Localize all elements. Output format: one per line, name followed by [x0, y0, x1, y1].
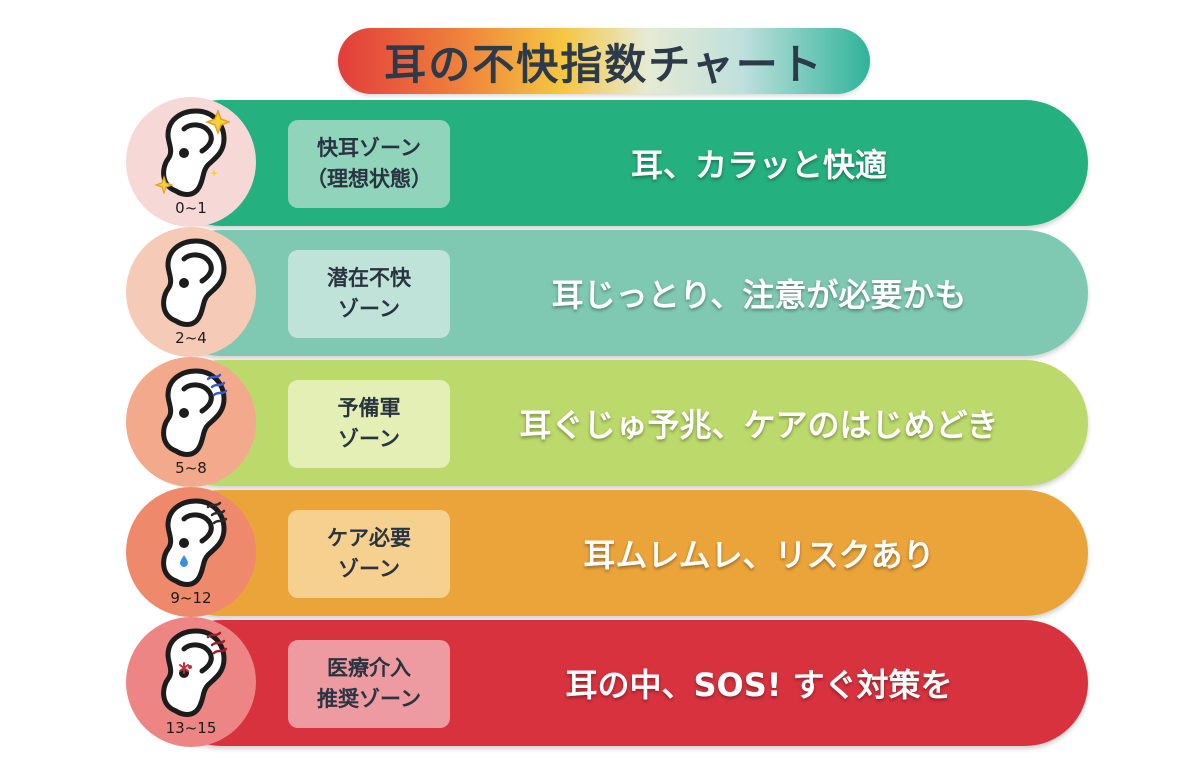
score-range: 13~15 [165, 719, 217, 737]
zone-label-box-1: 潜在不快 ゾーン [288, 250, 450, 338]
zone-label-line2: （理想状態） [306, 167, 432, 191]
title-banner: 耳の不快指数チャート [338, 28, 870, 94]
zone-label-box-3: ケア必要 ゾーン [288, 510, 450, 598]
ear-icon-circle-3: 9~12 [126, 487, 256, 617]
zone-label-line1: 潜在不快 [327, 266, 411, 290]
zone-label-box-0: 快耳ゾーン （理想状態） [288, 120, 450, 208]
zone-label-line1: 医療介入 [327, 656, 411, 680]
irritated-ear-icon [161, 628, 228, 717]
sparkle-ear-icon [154, 108, 230, 197]
ear-icon-circle-2: 5~8 [126, 357, 256, 487]
zone-label-box-4: 医療介入 推奨ゾーン [288, 640, 450, 728]
zone-label-line1: 快耳ゾーン [317, 136, 421, 160]
zone-description-1: 耳じっとり、注意が必要かも [551, 276, 967, 314]
chart-title: 耳の不快指数チャート [384, 39, 824, 89]
zone-label-line2: 推奨ゾーン [317, 687, 421, 711]
moist-ear-icon [161, 368, 228, 457]
ear-icon-circle-4: 13~15 [126, 617, 256, 747]
zone-description-3: 耳ムレムレ、リスクあり [583, 536, 935, 574]
ear-icon-circle-1: 2~4 [126, 227, 256, 357]
score-range: 5~8 [175, 459, 207, 477]
ear-icon-circle-0: 0~1 [126, 97, 256, 227]
score-range: 2~4 [175, 329, 207, 347]
zone-description-0: 耳、カラッと快適 [630, 146, 887, 184]
score-range: 9~12 [170, 589, 212, 607]
sweaty-ear-icon [161, 498, 228, 587]
zone-description-2: 耳ぐじゅ予兆、ケアのはじめどき [519, 406, 999, 444]
zone-label-line2: ゾーン [338, 297, 400, 321]
zone-label-line2: ゾーン [338, 557, 400, 581]
score-range: 0~1 [175, 199, 207, 217]
zone-label-line1: ケア必要 [327, 526, 411, 550]
ear-icon [161, 238, 227, 327]
zone-label-box-2: 予備軍 ゾーン [288, 380, 450, 468]
zone-label-line2: ゾーン [338, 427, 400, 451]
zone-label-line1: 予備軍 [337, 396, 401, 420]
zone-description-4: 耳の中、SOS! すぐ対策を [565, 666, 953, 704]
